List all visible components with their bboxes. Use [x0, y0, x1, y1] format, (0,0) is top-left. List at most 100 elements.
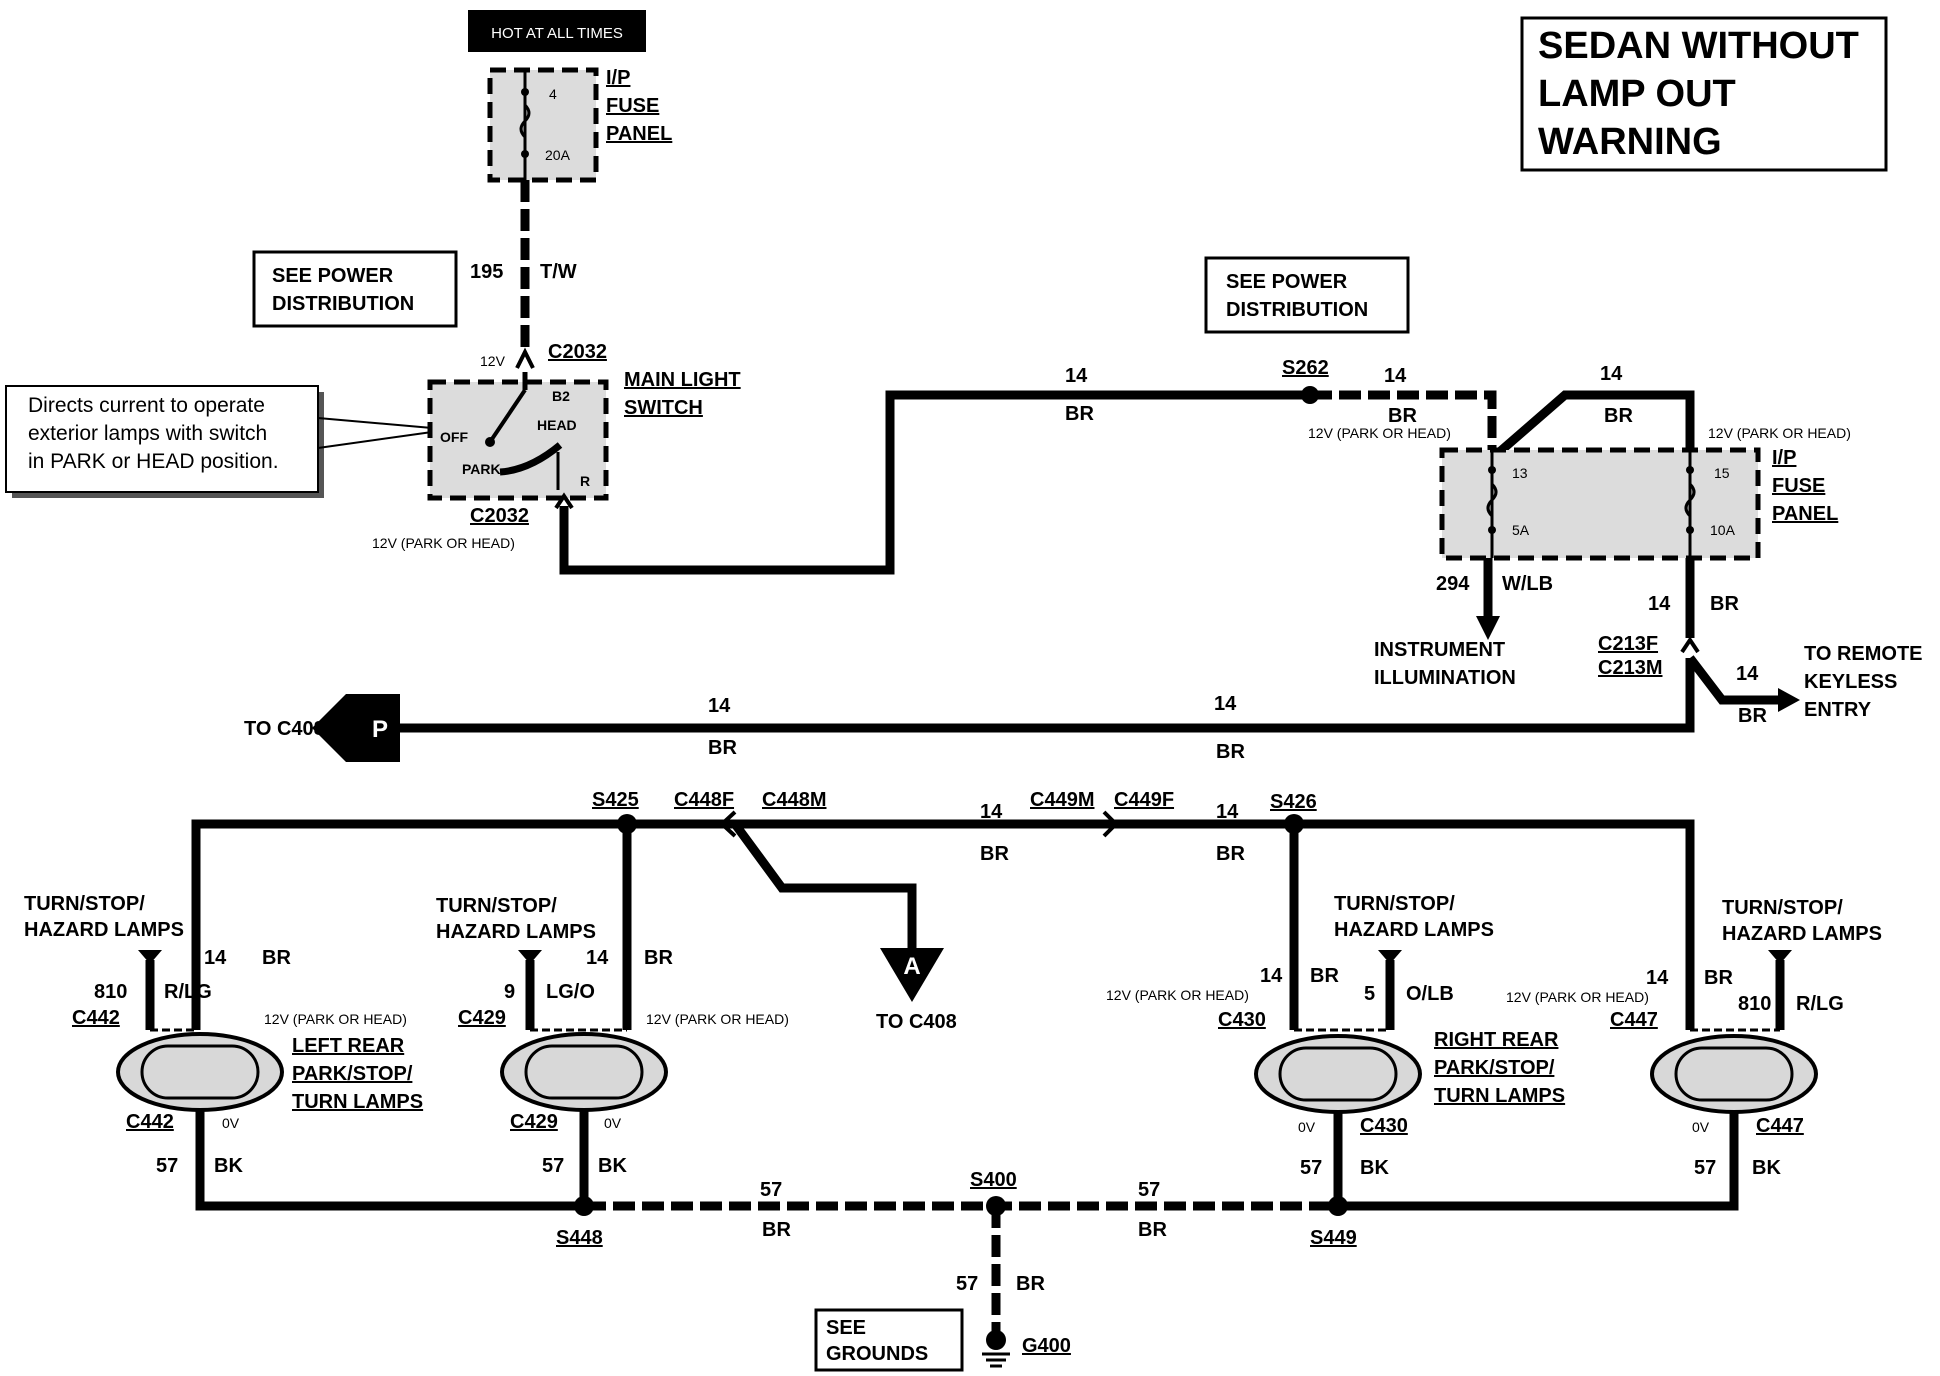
c442-top: C442	[72, 1007, 120, 1029]
voltage-12v-ph-fuse15: 12V (PARK OR HEAD)	[1708, 425, 1851, 441]
br-b: BR	[1388, 405, 1417, 427]
gauge-14-g: 14	[1214, 693, 1237, 715]
gauge-14-i: 14	[1216, 801, 1239, 823]
instrument-line-1: INSTRUMENT	[1374, 639, 1505, 661]
g57-r4: 57	[1694, 1157, 1716, 1179]
c447-bottom: C447	[1756, 1115, 1804, 1137]
note-callout: Directs current to operate exterior lamp…	[5, 385, 433, 498]
zero-v-r4: 0V	[1692, 1119, 1710, 1135]
c2032-top: C2032	[548, 341, 607, 363]
c449m-label: C449M	[1030, 789, 1094, 811]
c213m-label: C213M	[1598, 657, 1662, 679]
br-g: BR	[1216, 741, 1245, 763]
left-rear-line-2: PARK/STOP/	[292, 1063, 413, 1085]
g57-bus-l: 57	[760, 1179, 782, 1201]
gauge-14-l1: 14	[204, 947, 227, 969]
br-i: BR	[1216, 843, 1245, 865]
voltage-12v-ph-switch: 12V (PARK OR HEAD)	[372, 535, 515, 551]
br-drop: BR	[1016, 1273, 1045, 1295]
bk-l1: BK	[214, 1155, 243, 1177]
g57-bus-r: 57	[1138, 1179, 1160, 1201]
wire-195-num: 195	[470, 261, 503, 283]
fuse-icon	[519, 103, 531, 139]
wire-195-color: T/W	[540, 261, 577, 283]
s448-label: S448	[556, 1227, 603, 1249]
g57-r3: 57	[1300, 1157, 1322, 1179]
gauge-14-c: 14	[1600, 363, 1623, 385]
connector-a	[880, 948, 944, 1002]
right-rear-line-3: TURN LAMPS	[1434, 1085, 1565, 1107]
gauge-14-a: 14	[1065, 365, 1088, 387]
note-line-1: Directs current to operate	[28, 394, 265, 417]
main-light-switch: B2 HEAD OFF PARK R MAIN LIGHT SWITCH	[427, 369, 741, 501]
c442-bottom: C442	[126, 1111, 174, 1133]
gauge-14-r3: 14	[1260, 965, 1283, 987]
br-a: BR	[1065, 403, 1094, 425]
instrument-line-2: ILLUMINATION	[1374, 667, 1516, 689]
s426-label: S426	[1270, 791, 1317, 813]
fuse-13-num: 13	[1512, 465, 1528, 481]
fuse-15-amp: 10A	[1710, 522, 1736, 538]
lgo: LG/O	[546, 981, 595, 1003]
arrow-right-icon	[1778, 688, 1800, 712]
hot-at-all-times-label: HOT AT ALL TIMES	[468, 10, 646, 52]
c429-bottom: C429	[510, 1111, 558, 1133]
bk-r3: BK	[1360, 1157, 1389, 1179]
wire-br-switch	[559, 390, 1310, 575]
s425-label: S425	[592, 789, 639, 811]
switch-label-2: SWITCH	[624, 397, 703, 419]
right-rear-line-2: PARK/STOP/	[1434, 1057, 1555, 1079]
tsh-2-line-1: TURN/STOP/	[436, 895, 557, 917]
br-d: BR	[1710, 593, 1739, 615]
olb: O/LB	[1406, 983, 1454, 1005]
gauge-14-b: 14	[1384, 365, 1407, 387]
br-e: BR	[1738, 705, 1767, 727]
switch-b2: B2	[552, 388, 570, 404]
tsh-4-line-1: TURN/STOP/	[1722, 897, 1843, 919]
fuse-13-icon	[1486, 482, 1498, 518]
gauge-14-d: 14	[1648, 593, 1671, 615]
g57-l2: 57	[542, 1155, 564, 1177]
splice-s448	[574, 1196, 594, 1216]
wire-br-to-a	[731, 821, 917, 950]
tsh-1-line-1: TURN/STOP/	[24, 893, 145, 915]
fuse-13-amp: 5A	[1512, 522, 1530, 538]
g57-l1: 57	[156, 1155, 178, 1177]
a-label: A	[903, 953, 920, 980]
power-dist-1-line-1: SEE POWER	[272, 265, 394, 287]
tsh-3-line-2: HAZARD LAMPS	[1334, 919, 1494, 941]
fuse-amp-20a: 20A	[545, 147, 571, 163]
right-rear-line-1: RIGHT REAR	[1434, 1029, 1559, 1051]
switch-park: PARK	[462, 461, 501, 477]
top-fuse-panel: 4 20A I/P FUSE PANEL	[487, 67, 672, 183]
gauge-14-e: 14	[1736, 663, 1759, 685]
br-bus-l: BR	[762, 1219, 791, 1241]
c448f-label: C448F	[674, 789, 734, 811]
gauge-14-l2: 14	[586, 947, 609, 969]
power-dist-1-line-2: DISTRIBUTION	[272, 293, 414, 315]
br-l2: BR	[644, 947, 673, 969]
s400-label: S400	[970, 1169, 1017, 1191]
zero-v-l1: 0V	[222, 1115, 240, 1131]
br-f: BR	[708, 737, 737, 759]
fuse-label-1: I/P	[606, 67, 630, 89]
ip-fuse-label-3: PANEL	[1772, 503, 1838, 525]
br-h: BR	[980, 843, 1009, 865]
gauge-14-h: 14	[980, 801, 1003, 823]
title-line-1: SEDAN WITHOUT	[1538, 25, 1859, 67]
s449-label: S449	[1310, 1227, 1357, 1249]
power-dist-2-line-2: DISTRIBUTION	[1226, 299, 1368, 321]
s262-label: S262	[1282, 357, 1329, 379]
title-box: SEDAN WITHOUT LAMP OUT WARNING	[1520, 16, 1888, 172]
ground-icon	[982, 1330, 1010, 1368]
note-line-3: in PARK or HEAD position.	[28, 450, 279, 473]
c430-top: C430	[1218, 1009, 1266, 1031]
c2032-bottom: C2032	[470, 505, 529, 527]
switch-head: HEAD	[537, 417, 577, 433]
wire-5: 5	[1364, 983, 1375, 1005]
zero-v-l2: 0V	[604, 1115, 622, 1131]
gauge-14-r4: 14	[1646, 967, 1669, 989]
wire-bk-left	[195, 1110, 589, 1211]
wire-810-r: 810	[1738, 993, 1771, 1015]
c429-top: C429	[458, 1007, 506, 1029]
